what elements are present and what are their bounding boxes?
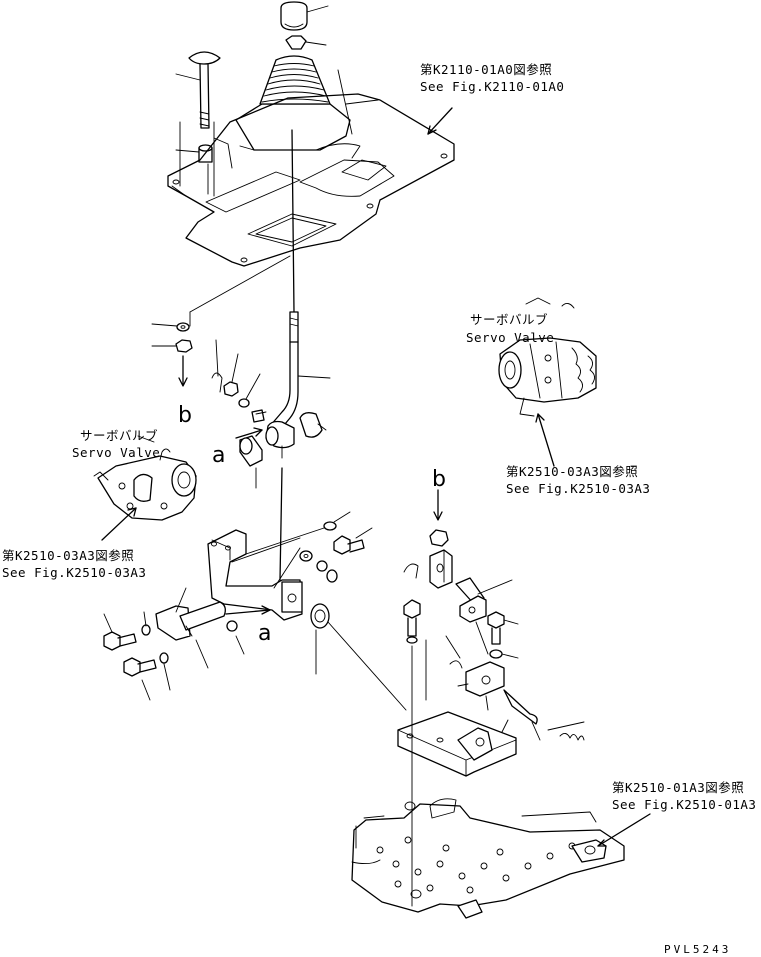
cotter-pin-1 <box>211 339 223 393</box>
washer-left-2 <box>226 620 245 655</box>
rubber-cap-1 <box>299 412 327 438</box>
washer-group <box>299 550 338 583</box>
link-pin <box>155 587 226 669</box>
servo-right-en: Servo Valve <box>466 330 554 345</box>
leader-top-ref <box>427 107 453 135</box>
bolt-center <box>403 599 421 644</box>
arrow-top-ref <box>427 125 437 135</box>
drawing-code: PVL5243 <box>664 943 731 956</box>
marker-a-bottom: a <box>258 621 271 646</box>
ref-mid-right-jp: 第K2510-03A3図参照 <box>506 464 638 479</box>
ref-left-en: See Fig.K2510-03A3 <box>2 565 146 580</box>
marker-b-right: b <box>432 467 446 492</box>
marker-a-left: a <box>212 443 225 468</box>
ref-bottom-right-en: See Fig.K2510-01A3 <box>612 797 756 812</box>
lever-bolt <box>175 51 221 129</box>
link-rod <box>279 467 283 581</box>
ref-left-jp: 第K2510-03A3図参照 <box>2 548 134 563</box>
marker-b-left: b <box>178 403 192 428</box>
servo-left-jp: サーボバルブ <box>80 428 158 443</box>
bolt-mid-right <box>333 527 373 555</box>
small-washer-2 <box>238 373 261 408</box>
shift-lever-rod <box>189 129 331 431</box>
servo-left-en: Servo Valve <box>72 445 160 460</box>
servo-right-jp: サーボバルブ <box>470 312 548 327</box>
bushing-1 <box>239 435 263 489</box>
clamp-block <box>403 549 453 589</box>
nut-right <box>429 529 449 547</box>
cotter-pin-right <box>445 635 463 669</box>
rubber-boot <box>235 55 379 151</box>
lever-arm-right <box>459 595 489 655</box>
base-plate <box>351 798 625 919</box>
washer-right <box>489 649 519 659</box>
bracket-lower <box>397 711 517 777</box>
rubber-sleeve <box>310 603 407 711</box>
bolt-left-1 <box>103 611 151 651</box>
spacer-collar <box>175 144 213 163</box>
leader-left-ref <box>101 507 137 541</box>
spring-cotter <box>547 721 585 741</box>
top-plate <box>167 69 455 267</box>
servo-valve-left <box>93 435 197 521</box>
arrow-a-left <box>235 429 263 439</box>
bolt-right <box>487 611 519 645</box>
long-pin <box>503 689 541 741</box>
ref-bottom-right-jp: 第K2510-01A3図参照 <box>612 780 744 795</box>
ball-joint <box>251 409 295 459</box>
linkage-bracket <box>207 527 325 621</box>
small-nut-1 <box>151 339 193 353</box>
small-nut-2 <box>223 353 239 397</box>
washer-mid-right <box>323 511 351 531</box>
small-washer-1 <box>151 322 190 332</box>
leader-mid-right-ref <box>537 413 555 467</box>
nut-top <box>285 35 327 50</box>
servo-valve-right <box>498 297 597 417</box>
yoke-right <box>457 661 505 711</box>
ref-top-right-jp: 第K2110-01A0図参照 <box>420 62 552 77</box>
arrow-a-bottom <box>225 609 271 615</box>
shift-knob <box>280 1 329 31</box>
ref-top-right-en: See Fig.K2110-01A0 <box>420 79 564 94</box>
leader-bottom-ref <box>597 813 651 847</box>
bolt-left-2 <box>123 652 171 701</box>
ref-mid-right-en: See Fig.K2510-03A3 <box>506 481 650 496</box>
